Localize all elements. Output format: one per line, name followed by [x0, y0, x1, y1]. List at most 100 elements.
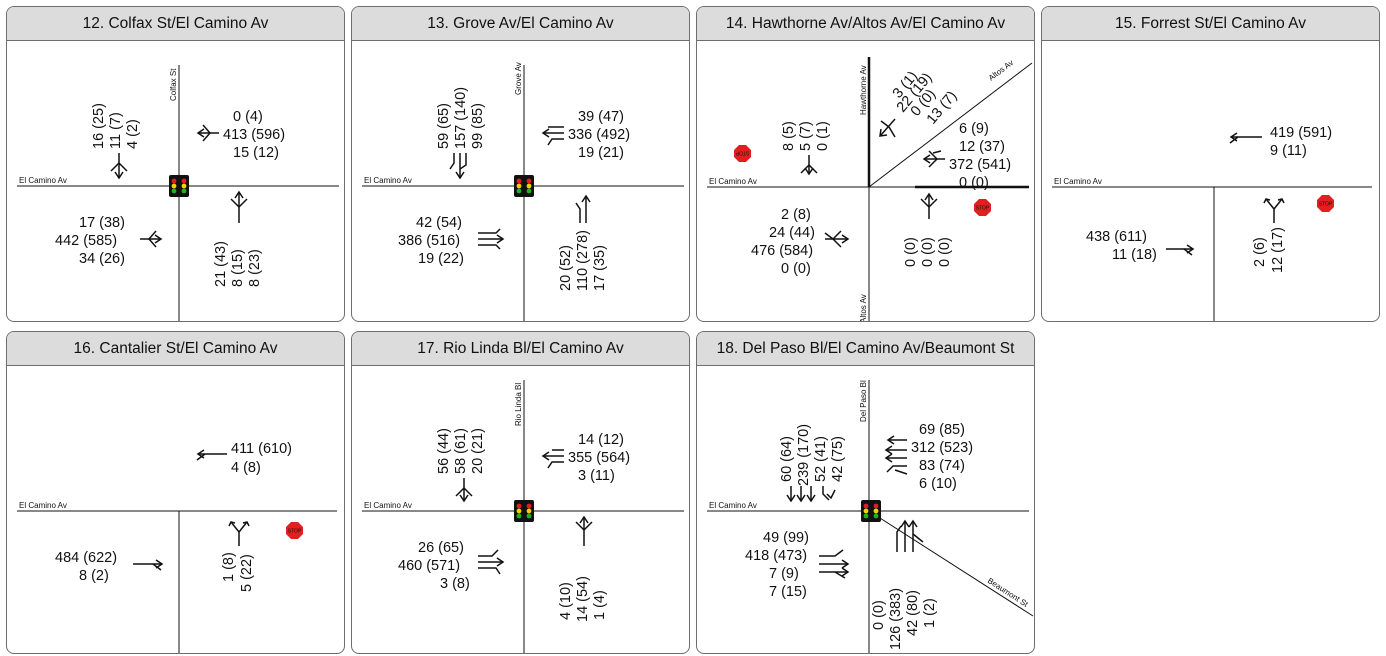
- cross-street-label: Grove Av: [514, 62, 523, 95]
- sb-arrows-icon: [455, 478, 473, 503]
- nb-right-volume: 8 (23): [247, 249, 263, 287]
- cross-street-label: Colfax St: [169, 68, 178, 101]
- wb-through-volume: 413 (596): [223, 127, 285, 143]
- signal-icon: [514, 175, 534, 197]
- eb-through-volume: 484 (622): [55, 550, 117, 566]
- eb-right-volume: 0 (0): [781, 261, 811, 277]
- nb-through-volume: 42 (80): [905, 590, 921, 636]
- beaumont-st-label: Beaumont St: [986, 576, 1030, 609]
- wb-right-volume: 0 (4): [233, 109, 263, 125]
- sb-through-volume: 157 (140): [453, 87, 469, 149]
- eb-left-volume: 17 (38): [79, 215, 125, 231]
- eb-through-volume: 438 (611): [1086, 229, 1147, 245]
- eb-through-volume: 442 (585): [55, 233, 117, 249]
- wb-arrows-icon: [884, 435, 908, 475]
- nb-through-volume: 8 (15): [230, 249, 246, 287]
- intersection-diagram: El Camino Av Rio Linda Bl 56 (44) 58 (61…: [362, 380, 684, 653]
- eb-right-volume: 34 (26): [79, 251, 125, 267]
- wb-right-volume: 14 (12): [578, 432, 624, 448]
- road-lines: [1052, 186, 1372, 321]
- eb-left-volume: 42 (54): [416, 215, 462, 231]
- sb-through-volume: 239 (170): [796, 424, 812, 486]
- panel-colfax: 12. Colfax St/El Camino Av El Camino Av …: [6, 6, 345, 322]
- sb-arrows-icon: [449, 153, 467, 180]
- eb-bear-volume: 7 (15): [769, 584, 807, 600]
- nb-left-volume: 126 (383): [888, 588, 904, 650]
- intersection-diagram: El Camino Av Del Paso Bl Beaumont St 60 …: [707, 380, 1034, 653]
- stop-sign-icon: STOP: [286, 522, 303, 539]
- eb-right-volume: 11 (18): [1112, 247, 1157, 263]
- panel-cantalier: 16. Cantalier St/El Camino Av El Camino …: [6, 331, 345, 654]
- wb-right-volume: 39 (47): [578, 109, 624, 125]
- cross-street-label: Hawthorne Av: [859, 65, 868, 115]
- eb-right-volume: 3 (8): [440, 576, 470, 592]
- sb-right-volume: 52 (41): [813, 436, 829, 482]
- signal-icon: [514, 500, 534, 522]
- sb-arrows-icon: [800, 155, 818, 176]
- wb-through-volume: 336 (492): [568, 127, 630, 143]
- stop-sign-label: STOP: [976, 206, 990, 212]
- sb-through-volume: 58 (61): [453, 428, 469, 474]
- intersection-diagram: El Camino Av STOP 411 (610) 4 (8) 484 (6…: [17, 441, 337, 653]
- panel-rio-linda: 17. Rio Linda Bl/El Camino Av El Camino …: [351, 331, 690, 654]
- nb-right-volume: 5 (22): [239, 554, 255, 592]
- sb-bear-volume: 42 (75): [830, 436, 846, 482]
- sw-arrows-icon: [879, 118, 896, 138]
- wb-through-volume: 355 (564): [568, 450, 630, 466]
- panel-title: 12. Colfax St/El Camino Av: [7, 7, 344, 41]
- wb-arrows-icon: [1229, 132, 1262, 144]
- intersection-diagram: El Camino Av STOP 419 (591) 9 (11) 438 (…: [1052, 125, 1372, 321]
- wb-arrows-icon: [541, 449, 564, 469]
- panel-hawthorne: 14. Hawthorne Av/Altos Av/El Camino Av E…: [696, 6, 1035, 322]
- sb-left-volume: 59 (65): [436, 103, 452, 149]
- wb-left-volume: 4 (8): [231, 460, 261, 476]
- main-street-label: El Camino Av: [709, 501, 757, 510]
- nb-through-volume: 0 (0): [920, 237, 936, 267]
- nb-uturn-volume: 0 (0): [871, 600, 887, 630]
- eb-arrows-icon: [824, 230, 850, 248]
- wb-left-volume: 83 (74): [919, 458, 965, 474]
- sb-right-volume: 4 (2): [125, 119, 141, 149]
- wb-right-volume: 0 (0): [959, 175, 989, 191]
- altos-av-south-label: Altos Av: [859, 294, 868, 322]
- eb-through-volume: 460 (571): [398, 558, 460, 574]
- eb-right-volume: 8 (2): [79, 568, 109, 584]
- eb-arrows-icon: [478, 228, 505, 250]
- intersection-diagram: El Camino Av Hawthorne Av Altos Av Altos…: [707, 57, 1033, 322]
- eb-arrows-icon: [819, 549, 850, 579]
- nb-arrows-icon: [230, 190, 248, 223]
- wb-right-volume: 6 (10): [919, 476, 957, 492]
- nb-arrows-icon: [920, 192, 938, 219]
- nb-left-volume: 20 (52): [558, 245, 574, 291]
- cross-street-label: Del Paso Bl: [859, 380, 868, 422]
- main-street-label: El Camino Av: [364, 176, 412, 185]
- eb-uturn-volume: 2 (8): [781, 207, 811, 223]
- wb-uturn-volume: 6 (9): [959, 121, 989, 137]
- nb-left-volume: 1 (8): [221, 552, 237, 582]
- panel-title: 15. Forrest St/El Camino Av: [1042, 7, 1379, 41]
- eb-right-volume: 19 (22): [418, 251, 464, 267]
- nb-left-volume: 0 (0): [903, 237, 919, 267]
- eb-through-volume: 418 (473): [745, 548, 807, 564]
- stop-sign-label: STOP: [735, 150, 749, 156]
- stop-sign-label: STOP: [1319, 202, 1333, 208]
- stop-sign-icon: STOP: [1317, 195, 1334, 212]
- panel-forrest: 15. Forrest St/El Camino Av El Camino Av…: [1041, 6, 1380, 322]
- nb-right-volume: 1 (2): [922, 598, 938, 628]
- eb-uturn-volume: 49 (99): [763, 530, 809, 546]
- main-street-label: El Camino Av: [1054, 177, 1102, 186]
- cross-street-label: Rio Linda Bl: [514, 383, 523, 426]
- wb-uturn-volume: 69 (85): [919, 422, 965, 438]
- road-lines: [17, 510, 337, 653]
- wb-left-volume: 19 (21): [578, 145, 624, 161]
- sb-arrows-icon: [786, 486, 836, 503]
- eb-arrows-icon: [478, 549, 505, 575]
- eb-arrows-icon: [140, 230, 163, 248]
- intersection-diagram: El Camino Av Colfax St 16 (25) 11 (7) 4 …: [17, 65, 339, 321]
- wb-arrows-icon: [196, 124, 219, 142]
- panel-title: 16. Cantalier St/El Camino Av: [7, 332, 344, 366]
- sb-right-volume: 99 (85): [470, 103, 486, 149]
- nb-right-volume: 0 (0): [937, 237, 953, 267]
- sb-left-volume: 56 (44): [436, 428, 452, 474]
- wb-through-volume: 312 (523): [911, 440, 973, 456]
